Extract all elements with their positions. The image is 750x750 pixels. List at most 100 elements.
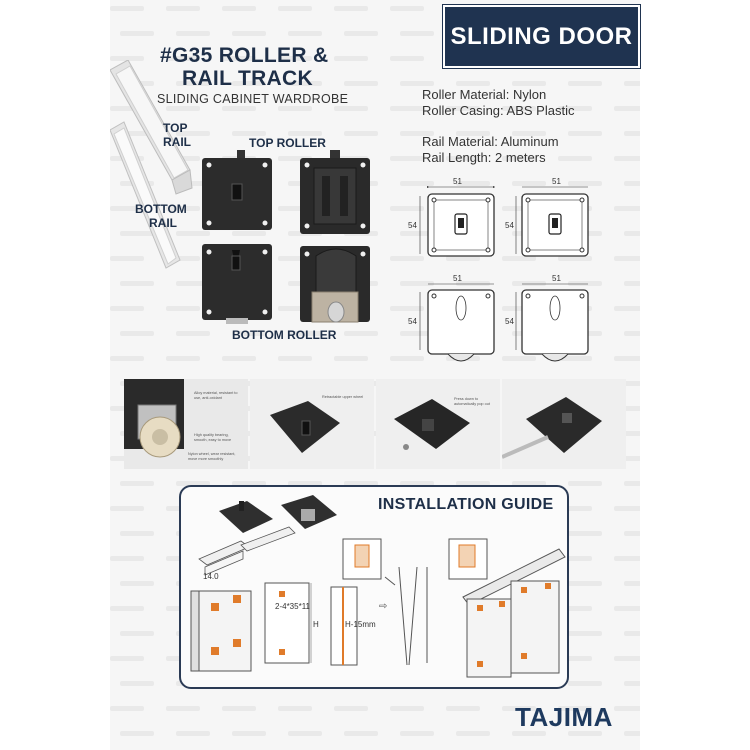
- watermark-tile: [614, 656, 640, 661]
- watermark-tile: [222, 706, 256, 711]
- watermark-tile: [558, 256, 592, 261]
- watermark-tile: [176, 481, 210, 486]
- watermark-tile: [624, 581, 640, 586]
- watermark-tile: [390, 306, 424, 311]
- watermark-tile: [288, 31, 322, 36]
- watermark-tile: [558, 706, 592, 711]
- watermark-tile: [344, 481, 378, 486]
- watermark-tile: [558, 356, 592, 361]
- watermark-tile: [278, 356, 312, 361]
- watermark-tile: [624, 431, 640, 436]
- bottom-rail-image: [110, 121, 181, 269]
- watermark-tile: [232, 481, 266, 486]
- watermark-tile: [512, 81, 546, 86]
- watermark-tile: [558, 156, 592, 161]
- watermark-tile: [614, 306, 640, 311]
- guide-roller-images: [219, 495, 337, 533]
- guide-door-panel-left: [190, 590, 252, 672]
- watermark-tile: [232, 231, 266, 236]
- watermark-tile: [176, 281, 210, 286]
- photo-note-5a: Press down to: [454, 397, 479, 401]
- watermark-tile: [624, 81, 640, 86]
- watermark-tile: [512, 281, 546, 286]
- watermark-tile: [176, 731, 210, 736]
- watermark-tile: [176, 31, 210, 36]
- watermark-tile: [334, 106, 368, 111]
- watermark-tile: [110, 56, 144, 61]
- watermark-tile: [614, 256, 640, 261]
- watermark-tile: [110, 6, 144, 11]
- product-title-line2: RAIL TRACK: [182, 67, 313, 90]
- watermark-tile: [334, 706, 368, 711]
- dim-screw-spec: 2-4*35*11: [275, 602, 311, 611]
- watermark-tile: [624, 381, 640, 386]
- dim-rail-width: 14.0: [203, 572, 219, 581]
- watermark-tile: [120, 481, 154, 486]
- watermark-tile: [110, 306, 144, 311]
- rail-illustration: [110, 60, 193, 269]
- watermark-tile: [624, 681, 640, 686]
- guide-tilt-install: ⇨: [342, 538, 428, 666]
- dim-height-2: 54: [505, 221, 514, 230]
- watermark-tile: [568, 281, 602, 286]
- watermark-tile: [400, 231, 434, 236]
- watermark-tile: [278, 56, 312, 61]
- watermark-tile: [624, 331, 640, 336]
- watermark-tile: [166, 206, 200, 211]
- top-roller-dimension-front: 51 54: [408, 177, 496, 257]
- watermark-tile: [176, 81, 210, 86]
- watermark-tile: [222, 6, 256, 11]
- spec-roller-casing: Roller Casing: ABS Plastic: [422, 103, 575, 118]
- watermark-tile: [512, 131, 546, 136]
- dim-height-3: 54: [408, 317, 417, 326]
- photo-screwdriver: [502, 379, 626, 469]
- watermark-tile: [614, 706, 640, 711]
- watermark-tile: [222, 106, 256, 111]
- watermark-tile: [456, 481, 490, 486]
- photo-note-3a: Nylon wheel, wear resistant,: [188, 452, 236, 456]
- watermark-tile: [344, 731, 378, 736]
- watermark-tile: [512, 481, 546, 486]
- watermark-tile: [166, 706, 200, 711]
- bottom-roller-back-image: [300, 246, 370, 323]
- watermark-tile: [456, 731, 490, 736]
- watermark-tile: [624, 531, 640, 536]
- bottom-roller-front-image: [202, 244, 272, 324]
- watermark-tile: [334, 356, 368, 361]
- watermark-tile: [232, 31, 266, 36]
- top-rail-image: [110, 60, 193, 195]
- watermark-tile: [120, 581, 154, 586]
- top-roller-label: TOP ROLLER: [249, 136, 326, 150]
- photo-note-2b: smooth, easy to move: [194, 438, 232, 442]
- watermark-tile: [390, 356, 424, 361]
- bottom-rail-label-2: RAIL: [149, 216, 177, 230]
- watermark-tile: [400, 281, 434, 286]
- dim-height-4: 54: [505, 317, 514, 326]
- watermark-tile: [512, 181, 546, 186]
- spec-rail-material: Rail Material: Aluminum: [422, 134, 559, 149]
- bottom-roller-dimension-front: 51 54: [408, 274, 495, 362]
- watermark-tile: [288, 131, 322, 136]
- top-roller-dimension-side: 51 54: [505, 177, 589, 257]
- watermark-tile: [120, 631, 154, 636]
- watermark-tile: [110, 356, 144, 361]
- watermark-tile: [120, 281, 154, 286]
- dim-h: H: [313, 620, 319, 629]
- watermark-tile: [120, 31, 154, 36]
- watermark-tile: [400, 731, 434, 736]
- watermark-tile: [288, 331, 322, 336]
- watermark-tile: [232, 81, 266, 86]
- bottom-roller-dimension-side: 51 54: [505, 274, 589, 362]
- dim-h-minus: H-15mm: [345, 620, 376, 629]
- watermark-tile: [232, 731, 266, 736]
- watermark-tile: [120, 231, 154, 236]
- watermark-tile: [390, 206, 424, 211]
- watermark-tile: [624, 631, 640, 636]
- watermark-tile: [176, 231, 210, 236]
- dim-height-1: 54: [408, 221, 417, 230]
- watermark-tile: [614, 556, 640, 561]
- watermark-tile: [166, 6, 200, 11]
- watermark-tile: [614, 156, 640, 161]
- watermark-tile: [446, 156, 480, 161]
- watermark-tile: [166, 106, 200, 111]
